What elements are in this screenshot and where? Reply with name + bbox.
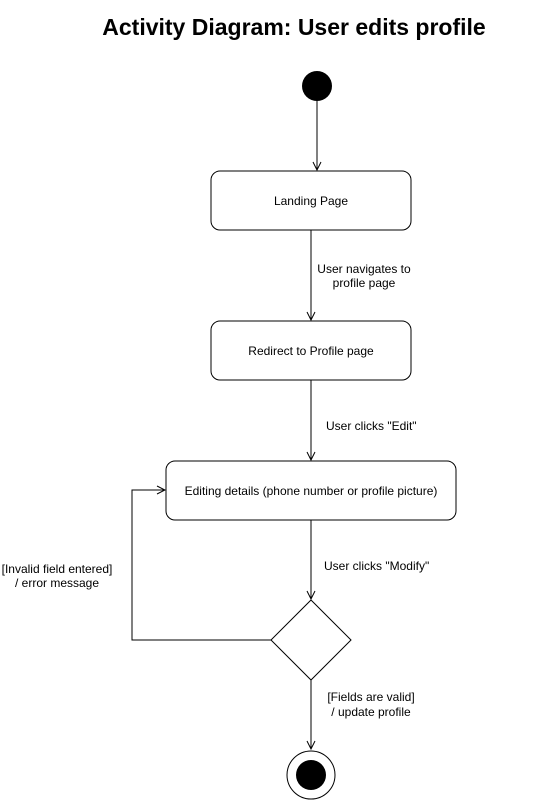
action-redirect-profile: Redirect to Profile page bbox=[210, 320, 412, 381]
edge-valid-label-line1: [Fields are valid] bbox=[327, 690, 414, 704]
final-node bbox=[286, 750, 336, 800]
initial-node bbox=[302, 71, 332, 101]
action-landing-page-label: Landing Page bbox=[274, 194, 348, 208]
action-redirect-profile-label: Redirect to Profile page bbox=[248, 344, 374, 358]
diagram-title: Activity Diagram: User edits profile bbox=[102, 14, 486, 40]
edge-navigate-label-line2: profile page bbox=[333, 276, 396, 290]
action-landing-page: Landing Page bbox=[210, 170, 412, 231]
action-editing-details-label: Editing details (phone number or profile… bbox=[185, 484, 438, 498]
edge-invalid-label-line1: [Invalid field entered] bbox=[2, 562, 113, 576]
action-editing-details: Editing details (phone number or profile… bbox=[165, 460, 457, 521]
edge-decision-to-editing-loop bbox=[131, 490, 271, 641]
edge-edit-label: User clicks "Edit" bbox=[326, 419, 417, 433]
edge-valid-label-line2: / update profile bbox=[331, 705, 411, 719]
decision-node bbox=[270, 599, 352, 681]
final-node-inner-dot bbox=[296, 760, 326, 790]
edge-modify-label: User clicks "Modify" bbox=[324, 559, 429, 573]
edge-navigate-label-line1: User navigates to bbox=[317, 262, 411, 276]
edge-invalid-label-line2: / error message bbox=[15, 576, 99, 590]
